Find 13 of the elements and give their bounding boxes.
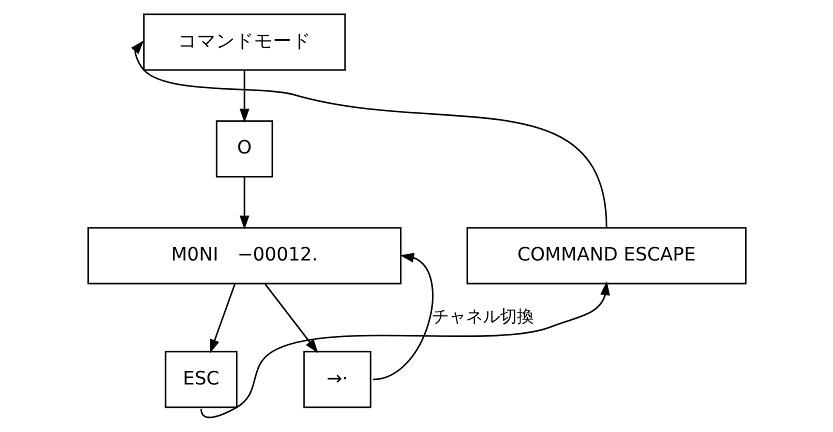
arrow [264, 284, 318, 354]
node-box: コマンドモード [142, 14, 346, 71]
arrow [239, 70, 249, 123]
node-box: M0NI −00012. [86, 227, 402, 284]
arrow [239, 177, 249, 230]
arrow [130, 40, 607, 228]
arrow [372, 252, 433, 380]
node-box: ESC [164, 350, 237, 408]
node-box: COMMAND ESCAPE [466, 227, 746, 284]
edge-label: チャネル切換 [431, 306, 534, 327]
node-box: O [215, 120, 273, 178]
node-box: →· [302, 350, 371, 408]
arrow [209, 284, 236, 354]
